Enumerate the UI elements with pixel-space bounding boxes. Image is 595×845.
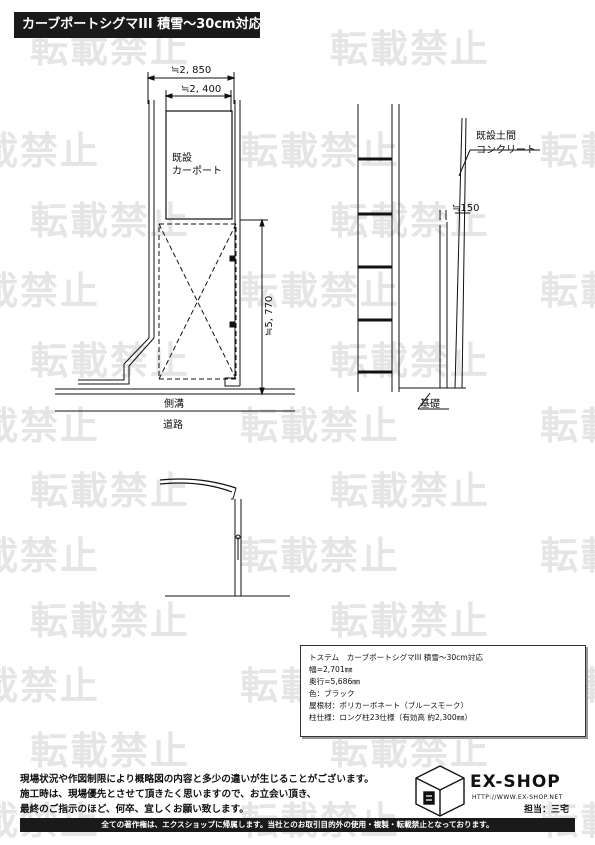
notes: 現場状況や作図制限により概略図の内容と多少の違いが生じることがございます。 施工… — [20, 772, 400, 817]
existing-gap-label-1: 既設土間 — [476, 129, 516, 142]
person-in-charge: 担当：三宅 — [524, 805, 570, 815]
existing-carport-label-2: カーポート — [172, 165, 222, 177]
spec-line-roof: 屋根材：ポリカーボネート（ブルースモーク） — [309, 701, 469, 710]
dim-inner-width: ≒2, 400 — [181, 84, 221, 95]
note-line: 施工時は、現場優先とさせて頂きたく思いますので、お立会い頂き、 — [20, 789, 317, 800]
road-label: 道路 — [163, 418, 183, 431]
spec-line-depth: 奥行=5,686㎜ — [309, 677, 360, 686]
existing-carport-label-1: 既設 — [172, 151, 192, 164]
page-title: カーブポートシグマIII 積雪～30cm対応 — [14, 12, 262, 38]
dim-outer-width: ≒2, 850 — [171, 65, 211, 76]
spec-line-product: トステム カーブポートシグマIII 積雪～30cm対応 — [309, 653, 483, 662]
ex-shop-logo-icon — [415, 765, 465, 817]
logo-text: EX-SHOP — [470, 772, 561, 792]
website-url[interactable]: HTTP://WWW.EX-SHOP.NET — [472, 794, 563, 801]
spec-box: トステム カーブポートシグマIII 積雪～30cm対応 幅=2,701㎜ 奥行=… — [300, 645, 586, 737]
foundation-label: 基礎 — [420, 397, 440, 410]
dim-length: ≒5, 770 — [264, 296, 275, 336]
copyright-footer: 全ての著作権は、エクスショップに帰属します。当社とのお取引目的外の使用・複製・転… — [20, 818, 575, 832]
spec-line-post: 柱仕様：ロング柱23仕様（有効高 約2,300㎜） — [309, 713, 472, 722]
spec-line-width: 幅=2,701㎜ — [309, 665, 353, 674]
note-line: 現場状況や作図制限により概略図の内容と多少の違いが生じることがございます。 — [20, 774, 374, 785]
dim-offset: ≒150 — [452, 203, 479, 214]
gutter-label: 側溝 — [164, 397, 184, 410]
spec-line-color: 色：ブラック — [309, 689, 355, 698]
existing-gap-label-2: コンクリート — [476, 144, 536, 156]
note-line: 最終のご指示のほど、何卒、宜しくお願い致します。 — [20, 804, 249, 815]
